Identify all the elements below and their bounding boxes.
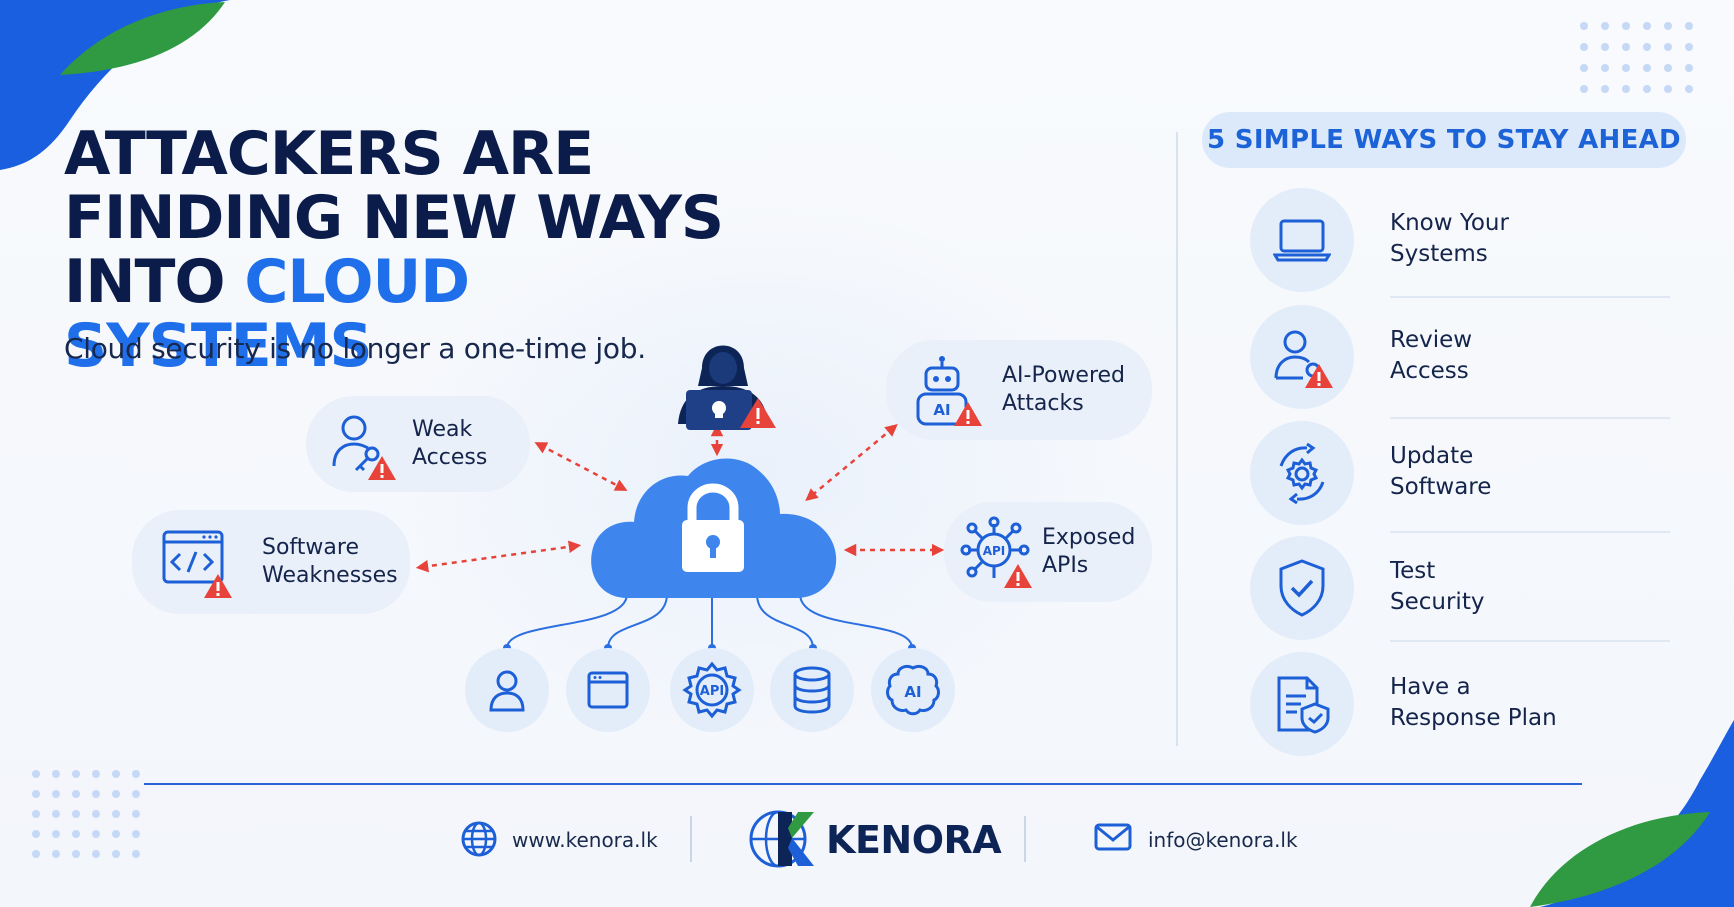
way-separator [1390,640,1670,642]
threat-ai-powered-attacks: AI AI-Powered Attacks [886,340,1152,440]
way-test-security: Test Security [1250,536,1670,642]
headline-accent: CLOUD SYSTEMS [64,247,470,381]
api-badge-text: API [700,684,724,699]
ways-title: 5 SIMPLE WAYS TO STAY AHEAD [1202,112,1686,168]
email-link[interactable]: info@kenora.lk [1148,828,1298,852]
way-label: Know Your Systems [1390,210,1509,267]
mail-icon [1094,823,1132,851]
ai-robot-icon: AI [910,354,982,426]
kenora-logo-icon [749,810,814,868]
section-divider [1176,132,1178,746]
way-label: Have a Response Plan [1390,674,1557,731]
page-headline: ATTACKERS ARE FINDING NEW WAYS INTO CLOU… [64,122,784,378]
node-database [770,648,854,732]
threat-exposed-apis: API Exposed APIs [944,502,1152,602]
browser-window-icon [587,671,629,709]
headline-line-2: FINDING NEW WAYS [64,183,724,253]
way-label: Test Security [1390,558,1485,615]
way-review-access: Review Access [1250,305,1670,419]
footer-separator [1024,816,1026,862]
way-separator [1390,417,1670,419]
svg-text:AI: AI [933,401,950,419]
headline-line-1: ATTACKERS ARE [64,119,594,189]
brand-name: KENORA [826,818,1002,862]
top-left-wave-decoration [0,0,230,170]
threat-label: AI-Powered Attacks [1002,363,1126,416]
ai-badge-text: AI [904,683,921,701]
database-icon [793,666,831,714]
svg-text:API: API [983,544,1006,558]
globe-icon [461,821,497,857]
update-gear-icon [1250,421,1354,525]
way-label: Review Access [1390,327,1473,384]
top-right-dot-grid [1580,22,1693,93]
bottom-left-dot-grid [32,770,140,858]
way-label: Update Software [1390,443,1492,500]
node-ai-brain: AI [871,648,955,732]
document-shield-icon [1250,652,1354,756]
cloud-lock-icon [591,458,837,598]
node-browser [566,648,650,732]
api-network-icon: API [960,516,1032,588]
way-know-your-systems: Know Your Systems [1250,188,1670,298]
bottom-right-wave-decoration [1530,720,1734,907]
node-api: API [670,648,754,732]
way-separator [1390,296,1670,298]
headline-line-3: INTO [64,247,245,317]
threat-software-weaknesses: Software Weaknesses [132,510,410,614]
threat-label: Weak Access [412,417,488,470]
website-link[interactable]: www.kenora.lk [512,828,658,852]
way-update-software: Update Software [1250,421,1670,533]
user-alert-icon [1250,305,1354,409]
node-user [465,648,549,732]
hacker-icon [678,345,776,430]
code-window-icon [160,526,232,598]
page-subtitle: Cloud security is no longer a one-time j… [64,332,646,365]
threat-weak-access: Weak Access [306,396,530,492]
way-response-plan: Have a Response Plan [1250,652,1670,756]
threat-label: Software Weaknesses [262,535,398,588]
api-gear-icon: API [682,661,742,719]
user-icon [489,670,525,712]
threat-label: Exposed APIs [1042,525,1136,578]
ai-brain-icon: AI [886,664,940,716]
user-key-icon [326,408,398,480]
way-separator [1390,531,1670,533]
footer-divider [144,783,1582,785]
shield-check-icon [1250,536,1354,640]
laptop-icon [1250,188,1354,292]
footer-separator [690,816,692,862]
